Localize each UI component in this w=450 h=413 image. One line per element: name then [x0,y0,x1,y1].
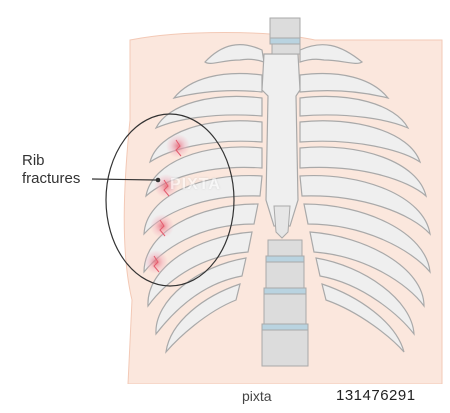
leader-dot [155,177,161,183]
footer-bar: pixta 131476291 [0,384,450,408]
left-ribs [143,72,263,354]
xiphoid-process [273,205,291,239]
watermark-text: PIXTA [170,176,221,193]
sternum [261,53,301,227]
footer-logo: pixta [242,388,272,404]
label-fractures: fractures [22,170,81,187]
left-clavicle [204,44,265,64]
right-ribs [299,72,431,353]
fracture-highlight-circle [105,113,235,287]
right-clavicle [299,44,364,64]
image-id: 131476291 [336,387,416,404]
leader-line [91,178,157,181]
spine [261,17,309,367]
label-rib: Rib [22,152,45,169]
